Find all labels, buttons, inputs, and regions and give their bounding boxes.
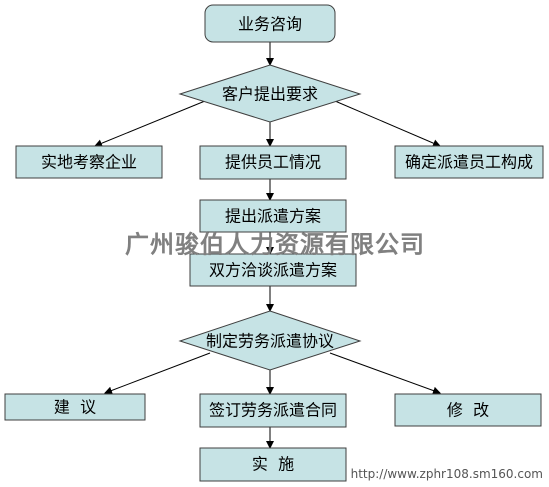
node-negotiate-plan-label: 双方洽谈派遣方案 [209, 261, 337, 280]
node-consult-box [204, 4, 336, 43]
node-sign-contract-label: 签订劳务派遣合同 [209, 401, 337, 420]
node-propose-plan-label: 提出派遣方案 [225, 207, 321, 226]
node-determine-staff-box [394, 145, 544, 179]
node-determine-staff-label: 确定派遣员工构成 [405, 153, 533, 172]
arrow-request-to-determine [334, 100, 441, 147]
node-suggest-box [4, 393, 146, 421]
watermark-company: 广州骏伯人力资源有限公司 [125, 230, 425, 259]
arrow-agreement-to-modify [329, 352, 441, 395]
node-propose-plan-box [199, 199, 347, 233]
arrow-agreement-to-suggest [104, 352, 211, 395]
node-suggest-label: 建 议 [54, 398, 96, 417]
node-client-request-diamond [178, 64, 362, 123]
node-implement-label: 实 施 [252, 455, 294, 474]
node-draft-agreement-diamond [178, 310, 362, 371]
watermark-url: http://www.zphr108.sm160.com [351, 467, 543, 481]
arrow-request-to-inspect [94, 100, 206, 148]
node-sign-contract-box [199, 393, 347, 428]
node-provide-staff-box [199, 145, 347, 180]
labels: 业务咨询 客户提出要求 实地考察企业 提供员工情况 确定派遣员工构成 提出派遣方… [41, 15, 533, 474]
node-client-request-label: 客户提出要求 [222, 85, 318, 104]
node-consult-label: 业务咨询 [238, 15, 302, 34]
connectors [94, 42, 441, 449]
node-modify-box [394, 393, 542, 427]
node-negotiate-plan-box [189, 253, 357, 287]
node-inspect-company-box [15, 145, 163, 179]
nodes [4, 4, 544, 482]
node-draft-agreement-label: 制定劳务派遣协议 [206, 332, 334, 351]
node-inspect-company-label: 实地考察企业 [41, 153, 137, 172]
node-provide-staff-label: 提供员工情况 [225, 153, 321, 172]
node-modify-label: 修 改 [447, 401, 489, 420]
node-implement-box [199, 447, 347, 482]
